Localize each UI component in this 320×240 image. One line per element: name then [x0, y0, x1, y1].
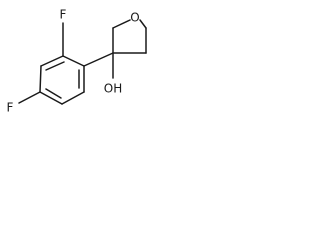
structural-formula: F F O OH: [7, 8, 147, 115]
ring-bond-c5-c6: [61, 91, 85, 105]
ring-bond-c4-c5: [39, 91, 63, 105]
fluorine-left-label: F: [7, 101, 14, 115]
benzene-ring: [39, 55, 85, 105]
bond-c1-oxetane: [83, 52, 114, 67]
ring-bond-c1-c2: [62, 55, 85, 67]
ring-bond-c3-c4: [39, 65, 42, 93]
ring-bond-c2-c3: [40, 55, 64, 67]
oxetane-bond-ch2a-o: [112, 19, 131, 29]
oxetane-ring: [112, 19, 147, 54]
fluorine-top-label: F: [60, 8, 67, 22]
oxetane-oxygen-label: O: [130, 11, 139, 25]
ring-double-bond-inner-1: [45, 61, 65, 71]
bond-c4-f: [18, 91, 41, 104]
hydroxyl-label: OH: [104, 82, 122, 96]
ring-double-bond-inner-2: [45, 88, 62, 99]
oxetane-bond-o-right: [139, 19, 147, 29]
